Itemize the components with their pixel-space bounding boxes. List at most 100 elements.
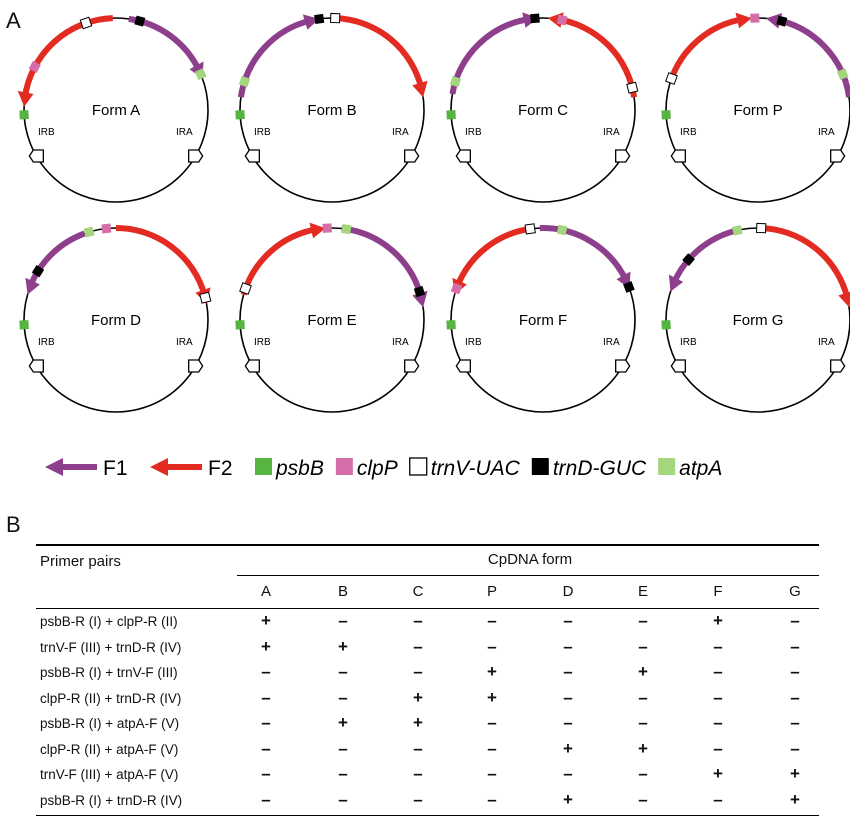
irb-marker — [28, 359, 44, 373]
legend-label: F1 — [103, 457, 128, 480]
legend-label: trnD-GUC — [553, 457, 647, 480]
atpa-marker — [341, 223, 352, 235]
legend-item-atpa: atpA — [658, 457, 722, 480]
result-cell: – — [790, 662, 800, 681]
form-label: Form C — [518, 102, 568, 119]
trnv-marker — [330, 12, 341, 24]
legend-arrowhead — [45, 458, 63, 476]
clpp-marker — [28, 60, 41, 73]
trnv-marker — [756, 222, 767, 234]
result-cell: – — [487, 611, 497, 630]
trnv-marker — [524, 223, 536, 235]
result-cell: – — [638, 611, 648, 630]
clpp-marker — [450, 282, 463, 295]
form-label: Form B — [307, 102, 356, 119]
result-cell: – — [638, 636, 648, 656]
result-cell: + — [261, 636, 271, 656]
result-cell: – — [790, 687, 800, 707]
result-cell: – — [487, 764, 497, 783]
f2-fragment-arc — [21, 15, 113, 99]
form-label: Form A — [92, 102, 140, 119]
f2-fragment-arc — [454, 225, 531, 288]
result-cell: – — [338, 764, 348, 783]
psbb-marker — [661, 110, 671, 120]
f2-fragment-arc — [335, 15, 425, 90]
result-cell: – — [563, 687, 573, 707]
f2-fragment-arc — [667, 16, 744, 83]
result-cell: – — [713, 713, 723, 732]
group-header: CpDNA form — [487, 551, 573, 568]
trnd-marker — [530, 13, 540, 24]
panel-a-label: A — [6, 8, 21, 33]
irb-marker — [455, 149, 471, 163]
irb-marker — [670, 359, 686, 373]
result-cell: – — [563, 764, 573, 783]
result-cell: – — [261, 687, 271, 707]
trnv-marker — [665, 72, 678, 85]
column-header: C — [412, 583, 424, 600]
legend-swatch — [531, 458, 549, 475]
result-cell: – — [338, 687, 348, 707]
legend-label: F2 — [208, 457, 233, 480]
trnv-marker — [199, 291, 212, 304]
result-cell: – — [413, 636, 423, 656]
legend-item-trnd: trnD-GUC — [531, 457, 647, 480]
result-cell: – — [790, 713, 800, 732]
f1-fragment-arc — [670, 227, 740, 285]
trnd-marker — [623, 281, 635, 293]
primer-pair-label: psbB-R (I) + atpA-F (V) — [40, 716, 180, 731]
psbb-marker — [446, 110, 456, 120]
result-cell: + — [338, 713, 348, 732]
column-header: P — [486, 583, 498, 600]
irb-label: IRB — [465, 337, 482, 348]
ira-label: IRA — [818, 127, 835, 138]
legend-swatch — [255, 458, 272, 475]
column-header: B — [337, 583, 349, 600]
irb-label: IRB — [38, 337, 55, 348]
ira-label: IRA — [392, 127, 409, 138]
atpa-marker — [238, 75, 251, 88]
f1-arrowhead — [522, 12, 539, 28]
result-cell: – — [563, 713, 573, 732]
atpa-marker — [836, 68, 849, 81]
result-cell: – — [413, 738, 423, 758]
ira-marker — [830, 359, 846, 373]
column-header: F — [713, 583, 723, 600]
result-cell: – — [790, 636, 800, 656]
f2-arrowhead — [838, 291, 850, 308]
result-cell: – — [261, 764, 271, 783]
result-cell: – — [563, 636, 573, 656]
irb-label: IRB — [254, 127, 271, 138]
ira-label: IRA — [392, 337, 409, 348]
ira-marker — [830, 149, 846, 163]
result-cell: – — [638, 713, 648, 732]
trnd-marker — [31, 264, 45, 278]
result-cell: – — [563, 611, 573, 630]
trnd-marker — [682, 253, 695, 266]
psbb-marker — [19, 110, 29, 120]
result-cell: – — [338, 662, 348, 681]
result-cell: – — [790, 611, 800, 630]
ira-label: IRA — [603, 337, 620, 348]
legend-item-clpp: clpP — [335, 457, 398, 480]
result-cell: – — [413, 611, 423, 630]
f2-arrowhead — [412, 80, 428, 98]
result-cell: – — [413, 789, 423, 809]
form-label: Form P — [733, 102, 782, 119]
plastome-circle — [239, 227, 425, 413]
result-cell: + — [261, 611, 271, 630]
legend-label: clpP — [357, 457, 398, 480]
result-cell: – — [261, 662, 271, 681]
ira-label: IRA — [176, 337, 193, 348]
result-cell: – — [563, 662, 573, 681]
ira-marker — [188, 359, 204, 373]
trnd-marker — [413, 285, 426, 298]
result-cell: + — [713, 611, 723, 630]
f2-fragment-arc — [555, 16, 638, 98]
ira-label: IRA — [818, 337, 835, 348]
irb-label: IRB — [680, 337, 697, 348]
